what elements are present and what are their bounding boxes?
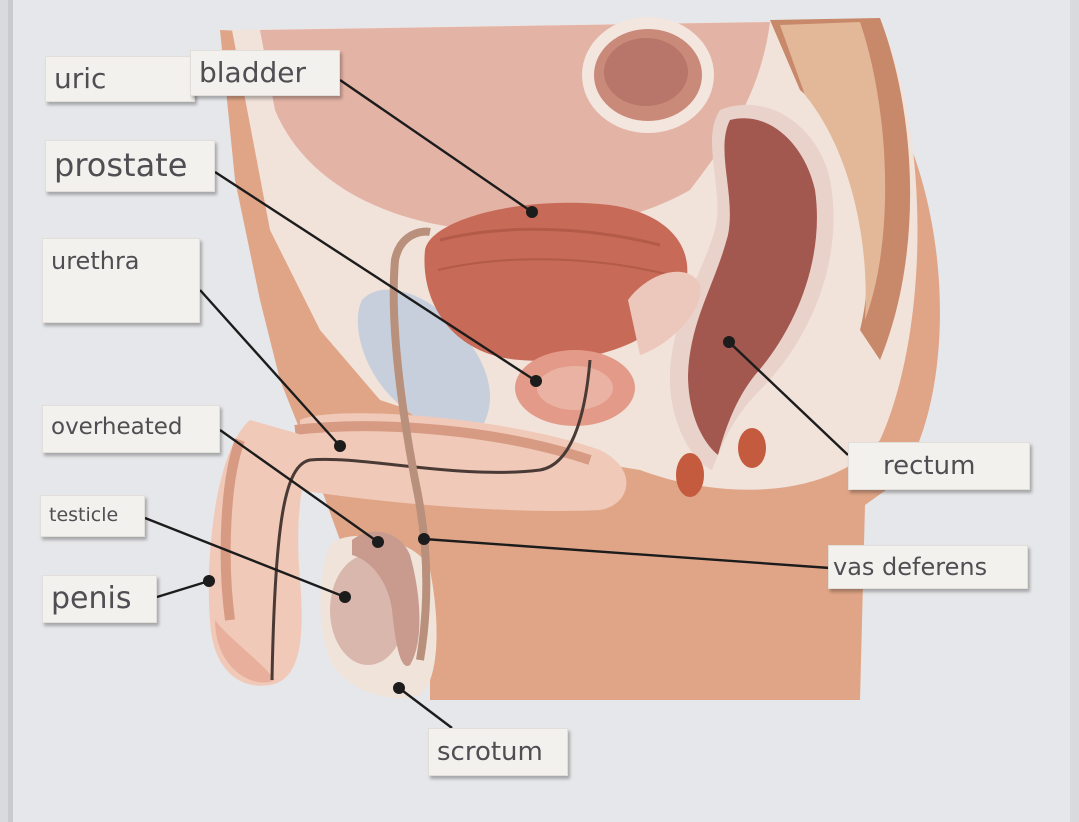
label-testicle: testicle xyxy=(40,495,145,537)
dot-bladder xyxy=(526,206,538,218)
label-vas-deferens: vas deferens xyxy=(828,545,1028,589)
label-scrotum: scrotum xyxy=(428,728,568,776)
dot-testicle xyxy=(339,591,351,603)
label-overheated: overheated xyxy=(42,405,220,453)
intestine-lumen xyxy=(604,38,688,106)
label-rectum: rectum xyxy=(848,442,1030,490)
label-prostate: prostate xyxy=(45,140,215,192)
dot-prostate xyxy=(530,375,542,387)
label-bladder: bladder xyxy=(190,50,340,96)
label-urethra: urethra xyxy=(42,238,200,323)
dot-rectum xyxy=(723,336,735,348)
dot-penis xyxy=(203,575,215,587)
prostate-inner xyxy=(537,366,613,410)
dot-scrotum xyxy=(393,682,405,694)
dot-urethra xyxy=(334,440,346,452)
dot-vas-deferens xyxy=(418,533,430,545)
dot-overheated xyxy=(372,536,384,548)
label-penis: penis xyxy=(42,575,157,623)
anal-sphincter xyxy=(676,453,704,497)
anal-sphincter xyxy=(738,428,766,468)
label-uric: uric xyxy=(45,56,195,102)
panel-edge xyxy=(8,0,13,822)
